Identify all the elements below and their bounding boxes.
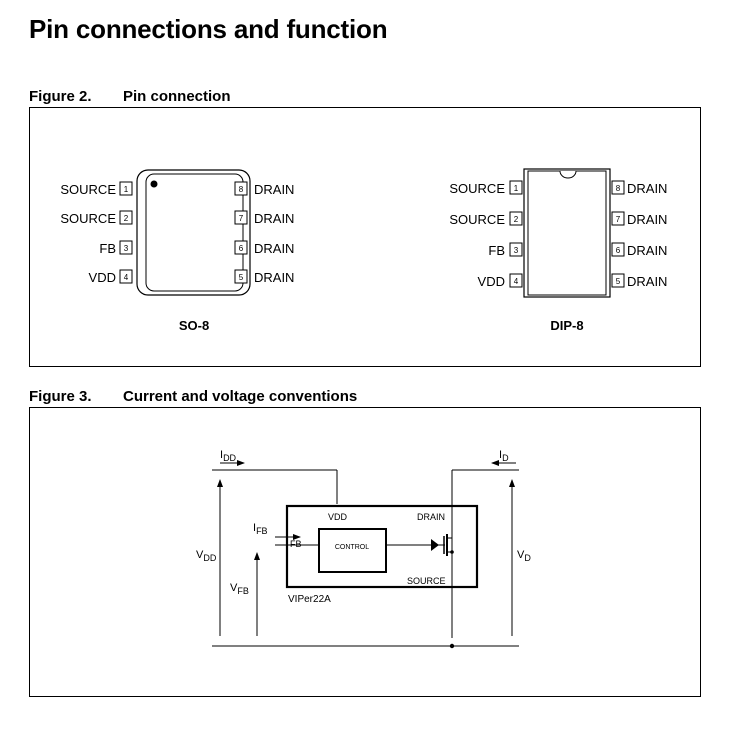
pin-vdd-label: VDD [328, 512, 348, 522]
source-junction-dot [450, 550, 454, 554]
pin-label: DRAIN [254, 270, 294, 285]
device-name-label: VIPer22A [288, 594, 331, 605]
pin-number: 5 [616, 277, 621, 286]
pin-fb-label: FB [290, 539, 302, 549]
so8-pin-6: 6 DRAIN [234, 240, 294, 256]
so8-pin-2: 2 SOURCE [60, 210, 133, 226]
pin-label: SOURCE [449, 181, 505, 196]
figure-3-title: Current and voltage conventions [123, 388, 358, 405]
so8-pin-4: 4 VDD [89, 269, 133, 285]
dip8-package-name: DIP-8 [550, 318, 583, 333]
pin-label: FB [99, 241, 116, 256]
page-title: Pin connections and function [29, 14, 388, 44]
pin-label: DRAIN [627, 181, 667, 196]
pin-number: 6 [239, 244, 244, 253]
pin-label: FB [488, 243, 505, 258]
pin-label: VDD [478, 274, 505, 289]
id-label: ID [499, 449, 509, 463]
figure-2-title: Pin connection [123, 88, 231, 105]
figure-2-caption: Figure 2. Pin connection [29, 88, 231, 105]
figure-3-number: Figure 3. [29, 388, 92, 405]
so8-package-name: SO-8 [179, 318, 209, 333]
pin-drain-label: DRAIN [417, 512, 445, 522]
so8-pin-5: 5 DRAIN [234, 269, 294, 285]
driver-triangle-icon [431, 539, 439, 551]
pin-label: VDD [89, 270, 116, 285]
pin-number: 2 [514, 215, 519, 224]
dip8-pin-3: 3 FB [488, 242, 523, 258]
dip8-notch [559, 170, 577, 179]
pin-label: SOURCE [60, 211, 116, 226]
vd-voltage-label: VD [517, 549, 531, 563]
dip8-pin-7: 7 DRAIN [611, 211, 667, 227]
pin-label: DRAIN [254, 241, 294, 256]
pin-label: SOURCE [60, 182, 116, 197]
dip8-pin-6: 6 DRAIN [611, 242, 667, 258]
so8-body-inner [145, 173, 244, 292]
dip8-pin-2: 2 SOURCE [449, 211, 523, 227]
pin-number: 7 [616, 215, 621, 224]
pin-label: DRAIN [627, 243, 667, 258]
pin-label: DRAIN [627, 212, 667, 227]
viper22a-device-box [285, 504, 479, 589]
pin-number: 1 [124, 185, 129, 194]
so8-pin-1: 1 SOURCE [60, 181, 133, 197]
dip8-pin-5: 5 DRAIN [611, 273, 667, 289]
pin-label: DRAIN [254, 211, 294, 226]
so8-pin-8: 8 DRAIN [234, 181, 294, 197]
mosfet-icon [440, 534, 452, 556]
pin1-marker-dot [150, 180, 158, 188]
control-label: CONTROL [335, 544, 369, 551]
vfb-voltage-label: VFB [230, 582, 249, 596]
ground-junction-dot [449, 643, 455, 649]
pin-number: 4 [514, 277, 519, 286]
dip8-body-inner [527, 170, 607, 296]
pin-number: 2 [124, 214, 129, 223]
so8-pin-3: 3 FB [99, 240, 133, 256]
pin-number: 6 [616, 246, 621, 255]
pin-number: 3 [124, 244, 129, 253]
so8-pin-7: 7 DRAIN [234, 210, 294, 226]
pin-number: 8 [239, 185, 244, 194]
vdd-voltage-label: VDD [196, 549, 217, 563]
ifb-label: IFB [253, 522, 268, 536]
dip8-pin-4: 4 VDD [478, 273, 523, 289]
current-voltage-diagram: IDD ID IFB VDD VFB VD VDD DRAIN FB SOURC… [196, 449, 531, 649]
pin-number: 7 [239, 214, 244, 223]
figure-3-caption: Figure 3. Current and voltage conventions [29, 388, 357, 405]
pin-label: DRAIN [627, 274, 667, 289]
pin-number: 4 [124, 273, 129, 282]
dip8-pin-1: 1 SOURCE [449, 180, 523, 196]
figure-3-frame: IDD ID IFB VDD VFB VD VDD DRAIN FB SOURC… [29, 407, 701, 697]
pin-label: SOURCE [449, 212, 505, 227]
pin-number: 3 [514, 246, 519, 255]
pin-number: 8 [616, 184, 621, 193]
pin-label: DRAIN [254, 182, 294, 197]
control-block [318, 528, 387, 573]
idd-label: IDD [220, 449, 237, 463]
pin-number: 5 [239, 273, 244, 282]
dip8-pin-8: 8 DRAIN [611, 180, 667, 196]
figure-2-number: Figure 2. [29, 88, 92, 105]
pin-source-label: SOURCE [407, 576, 446, 586]
pin-number: 1 [514, 184, 519, 193]
